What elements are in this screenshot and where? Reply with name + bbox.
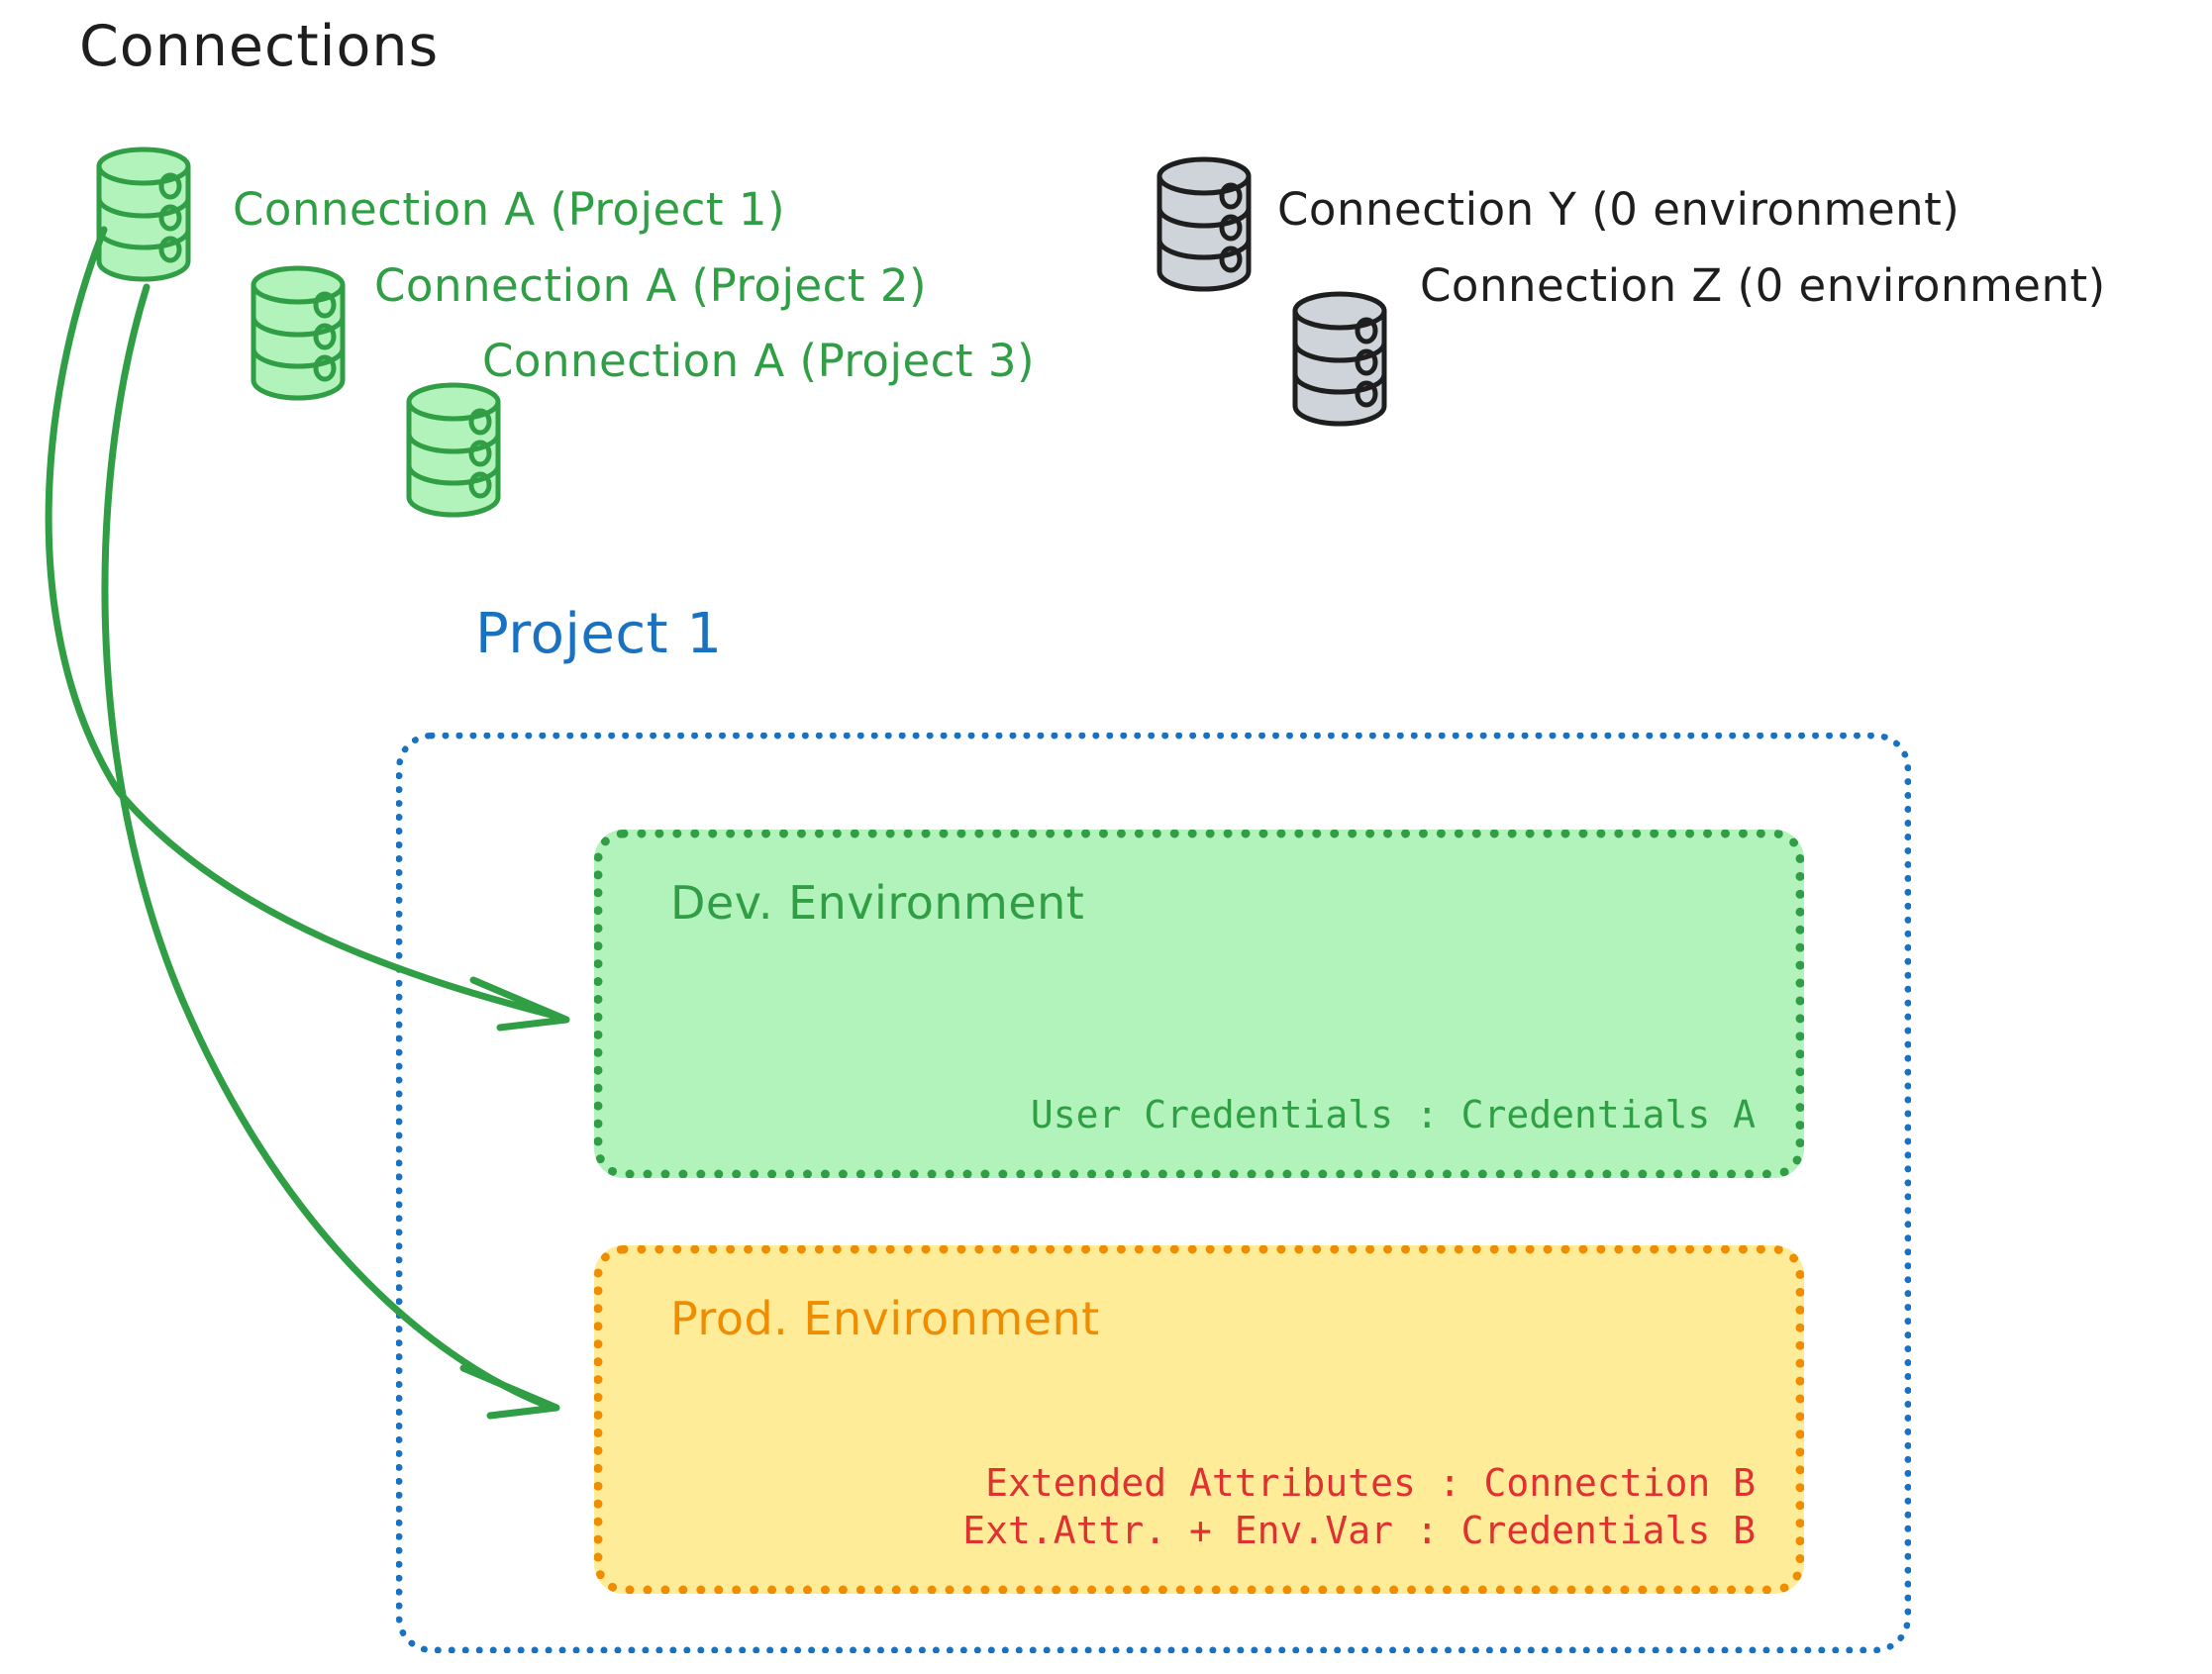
connection-label-a-project-2: Connection A (Project 2) [374, 259, 928, 312]
connection-label-a-project-1: Connection A (Project 1) [233, 183, 786, 236]
dev-environment-box: Dev. Environment User Credentials : Cred… [594, 830, 1804, 1178]
prod-environment-title: Prod. Environment [670, 1292, 1100, 1345]
database-icon-connection-y [1152, 150, 1257, 300]
connection-label-z: Connection Z (0 environment) [1420, 259, 2106, 312]
project-title: Project 1 [475, 602, 723, 666]
database-icon-connection-a2 [246, 259, 351, 409]
database-icon-connection-a3 [401, 376, 506, 526]
dev-environment-title: Dev. Environment [670, 876, 1085, 930]
prod-environment-line-1: Ext.Attr. + Env.Var : Credentials B [962, 1509, 1756, 1553]
connection-label-a-project-3: Connection A (Project 3) [482, 335, 1036, 387]
prod-environment-box: Prod. Environment Extended Attributes : … [594, 1245, 1804, 1594]
database-icon-connection-a1 [91, 141, 196, 290]
dev-environment-line-0: User Credentials : Credentials A [1030, 1093, 1756, 1137]
connection-label-y: Connection Y (0 environment) [1277, 183, 1961, 236]
prod-environment-line-0: Extended Attributes : Connection B [985, 1460, 1756, 1505]
database-icon-connection-z [1287, 285, 1392, 435]
dev-environment-lines: User Credentials : Credentials A [1031, 1091, 1756, 1139]
page-title: Connections [79, 14, 440, 79]
prod-environment-lines: Extended Attributes : Connection B Ext.A… [962, 1459, 1756, 1555]
